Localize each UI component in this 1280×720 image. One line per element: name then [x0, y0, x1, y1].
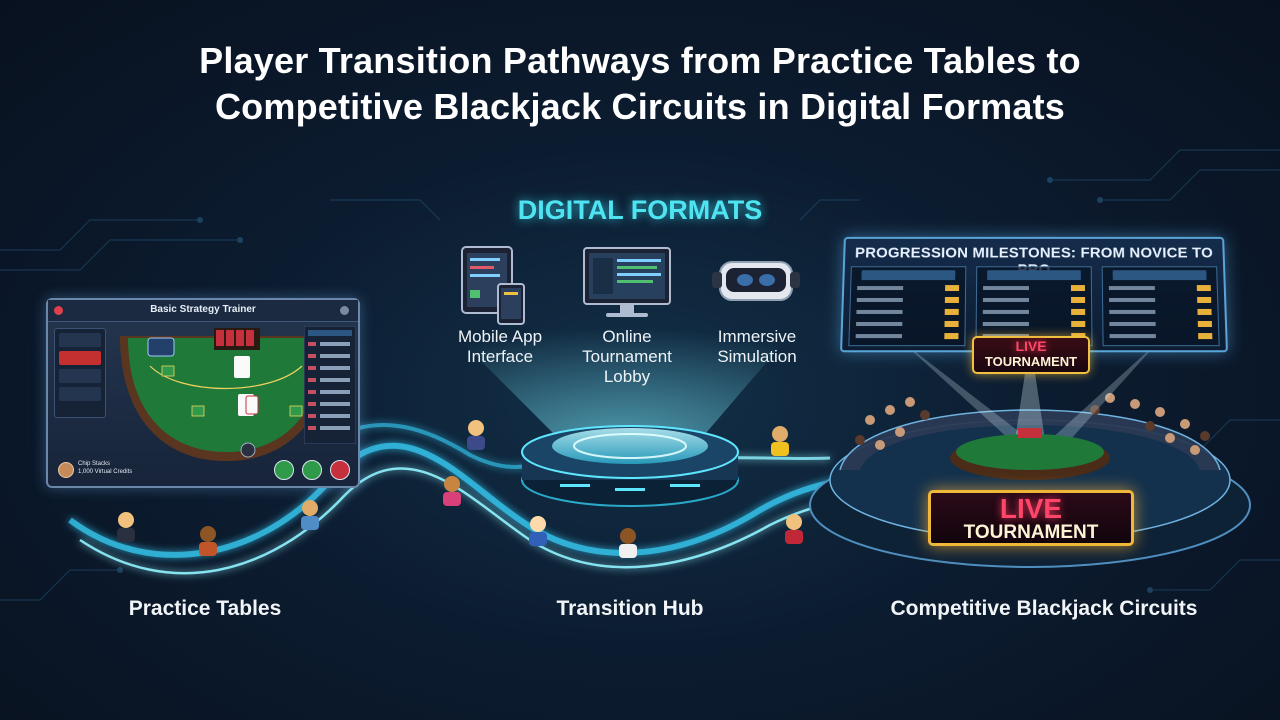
trainer-stats-panel	[304, 326, 356, 444]
stand-button[interactable]	[302, 460, 322, 480]
double-button[interactable]	[330, 460, 350, 480]
device-label-mobile: Mobile App Interface	[430, 327, 570, 367]
trainer-titlebar: Basic Strategy Trainer	[48, 300, 358, 322]
trainer-sidebar	[54, 328, 106, 418]
chip-stacks-info: Chip Stacks 1,000 Virtual Credits	[56, 460, 166, 482]
progression-milestones-board: PROGRESSION MILESTONES: FROM NOVICE TO P…	[840, 236, 1228, 353]
chip-stacks-label: Chip Stacks	[78, 461, 111, 467]
stage-label-competitive: Competitive Blackjack Circuits	[890, 597, 1198, 620]
milestone-column	[975, 266, 1093, 347]
live-word: LIVE	[999, 493, 1063, 524]
hub-light-beam	[420, 300, 820, 440]
pathway-ribbon-2	[79, 467, 951, 575]
window-close-icon[interactable]	[54, 306, 63, 315]
transition-hub-platform	[521, 425, 739, 507]
sidebar-item[interactable]	[59, 333, 101, 347]
desktop-monitor-icon	[583, 247, 671, 317]
device-label-immersive-line1: Immersive	[717, 327, 797, 346]
milestone-column	[1101, 266, 1220, 347]
sidebar-item-active[interactable]	[59, 351, 101, 365]
tournament-word: TOURNAMENT	[984, 354, 1078, 369]
device-label-online: Online Tournament Lobby	[560, 327, 694, 387]
live-word: LIVE	[1015, 338, 1047, 354]
device-label-online-line1: Online	[602, 327, 652, 346]
mobile-tablet-icon	[461, 246, 525, 325]
title-line-2: Competitive Blackjack Circuits in Digita…	[214, 86, 1066, 127]
live-tournament-sign-small: LIVE TOURNAMENT	[972, 336, 1090, 374]
device-label-immersive: Immersive Simulation	[690, 327, 824, 367]
strategy-trainer-window: Basic Strategy Trainer	[46, 298, 360, 488]
sidebar-item[interactable]	[59, 387, 101, 401]
digital-formats-heading: DIGITAL FORMATS	[517, 195, 763, 225]
device-label-mobile-line2: Interface	[466, 347, 534, 366]
title-line-1: Player Transition Pathways from Practice…	[199, 40, 1081, 81]
virtual-credits-label: 1,000 Virtual Credits	[78, 469, 133, 475]
stage-label-practice: Practice Tables	[128, 597, 282, 620]
sidebar-item[interactable]	[59, 369, 101, 383]
diagram-title: Player Transition Pathways from Practice…	[0, 38, 1280, 130]
player-avatars	[117, 420, 803, 558]
hit-button[interactable]	[274, 460, 294, 480]
avatar	[58, 462, 74, 478]
live-tournament-sign-large: LIVE TOURNAMENT	[928, 490, 1134, 546]
device-label-immersive-line2: Simulation	[717, 347, 797, 366]
tournament-word: TOURNAMENT	[963, 522, 1099, 543]
device-label-online-line2: Tournament	[582, 347, 672, 366]
window-menu-icon[interactable]	[340, 306, 349, 315]
pathway-ribbon-1	[68, 442, 941, 558]
device-label-mobile-line1: Mobile App	[457, 327, 543, 346]
stage-label-hub: Transition Hub	[556, 597, 704, 620]
milestone-column	[848, 266, 967, 347]
device-label-online-line3: Lobby	[603, 367, 651, 386]
practice-blackjack-table	[120, 328, 340, 461]
trainer-title: Basic Strategy Trainer	[150, 304, 256, 315]
vr-headset-icon	[712, 261, 800, 301]
